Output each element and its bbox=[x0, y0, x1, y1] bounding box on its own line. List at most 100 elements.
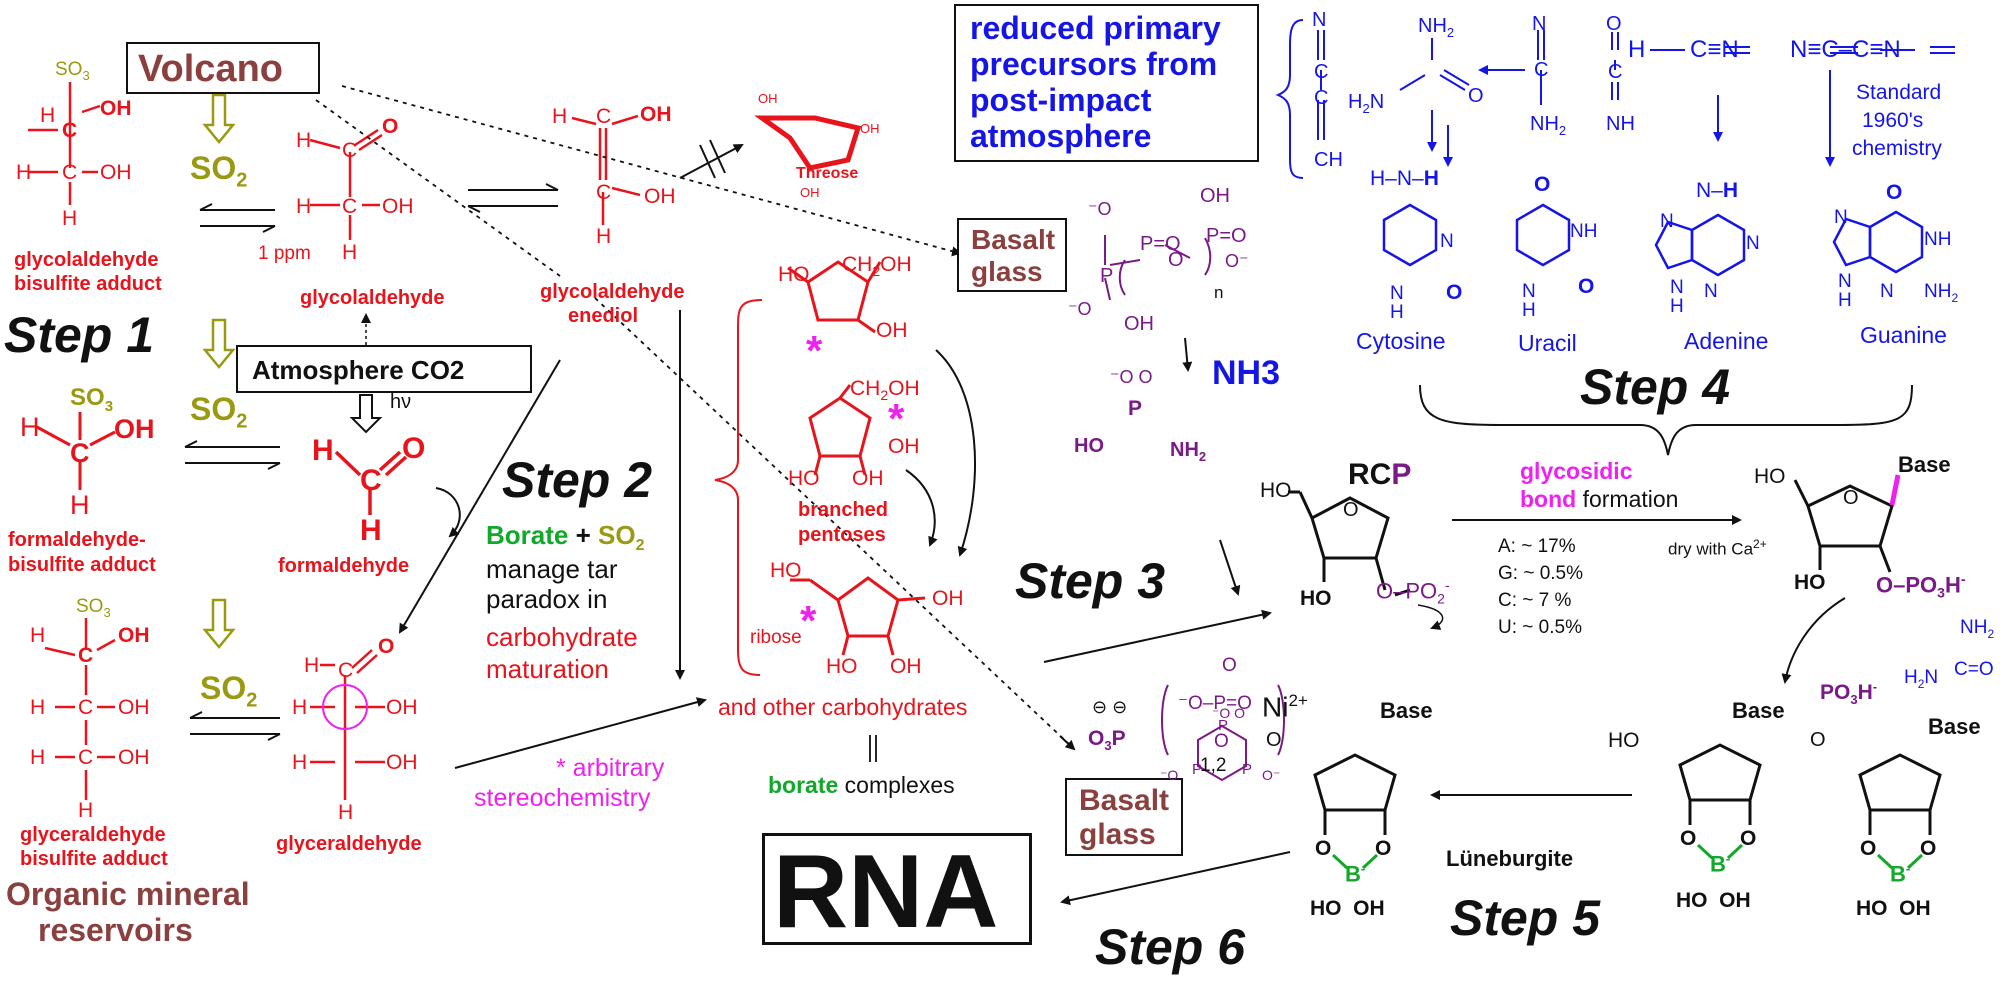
volcano-box: Volcano bbox=[126, 42, 320, 94]
prec-iso-o: O bbox=[1606, 13, 1622, 35]
atom-c-1: C bbox=[62, 119, 78, 142]
atom-gb-h4: H bbox=[78, 799, 94, 822]
glyceraldehyde-label: glyceraldehyde bbox=[276, 833, 422, 855]
step-3-label: Step 3 bbox=[1015, 553, 1166, 609]
polyp-p-2: P=O bbox=[1140, 233, 1181, 255]
polyp-p-3: P=O bbox=[1206, 225, 1247, 247]
structure-rcp bbox=[1288, 490, 1411, 597]
branched-label-2: pentoses bbox=[798, 524, 886, 546]
step-2-label: Step 2 bbox=[502, 452, 653, 508]
atom-h-3: H bbox=[62, 207, 78, 230]
prec-cyan-nh2: NH2 bbox=[1530, 113, 1567, 138]
prec-c-1: C bbox=[1314, 61, 1329, 83]
bn1-b: B- bbox=[1710, 851, 1731, 877]
atom-gb-h2: H bbox=[30, 696, 46, 719]
organic-mineral-label-1: Organic mineral bbox=[6, 876, 250, 912]
bn2-o2: O bbox=[1920, 837, 1937, 860]
structure-ribose bbox=[790, 576, 926, 656]
so2-arrows bbox=[202, 93, 236, 649]
threose-oh-2: OH bbox=[860, 121, 880, 136]
atom-gb-c1: C bbox=[78, 644, 94, 667]
threose-oh-1: OH bbox=[758, 91, 778, 106]
cyt-o: O bbox=[1446, 281, 1463, 304]
basalt-glass-top-box: Basalt glass bbox=[957, 218, 1067, 292]
structure-formaldehyde bbox=[334, 450, 408, 515]
ribose-ho2: HO bbox=[826, 655, 858, 678]
amidophosphate-o: ⁻O O bbox=[1110, 367, 1153, 387]
bn1-o1: O bbox=[1680, 827, 1697, 850]
rcp-ho-2: HO bbox=[1300, 587, 1332, 610]
atom-form-h1: H bbox=[312, 434, 334, 467]
threose-label: Threose bbox=[796, 165, 859, 182]
rcp-po2: O–PO2- bbox=[1376, 577, 1450, 607]
ade-n3: N bbox=[1660, 211, 1674, 232]
ribose-ho: HO bbox=[770, 559, 802, 582]
urea-c: C=O bbox=[1954, 659, 1994, 680]
np-ho: HO bbox=[1754, 465, 1786, 488]
atom-gly-c2: C bbox=[342, 195, 358, 218]
ring-guanine bbox=[1868, 210, 1924, 274]
bn2-o1: O bbox=[1860, 837, 1877, 860]
borate-so2-line: Borate + SO2 bbox=[486, 522, 644, 554]
atom-gl-h4: H bbox=[338, 801, 354, 824]
glycosidic-label: glycosidic bbox=[1520, 458, 1633, 484]
plus-sign: + bbox=[568, 520, 598, 550]
sugar2-ch2oh: CH2OH bbox=[850, 377, 920, 404]
prec-urea-o: O bbox=[1468, 85, 1484, 107]
polyp-o-2: ⁻O bbox=[1068, 299, 1092, 319]
atom-h-1: H bbox=[40, 104, 56, 127]
rna-box: RNA bbox=[762, 833, 1032, 945]
enediol-label-1: glycolaldehyde bbox=[540, 281, 685, 303]
standard-label-3: chemistry bbox=[1852, 137, 1942, 160]
prec-ch: CH bbox=[1314, 149, 1343, 171]
atom-c-2: C bbox=[62, 161, 78, 184]
sugar1-ch2oh: CH2OH bbox=[842, 253, 912, 280]
polyp-n: n bbox=[1214, 283, 1224, 302]
amidophosphate-p: P bbox=[1128, 397, 1143, 420]
prec-cyan-n: N bbox=[1532, 13, 1547, 35]
manage-tar-label: manage tar bbox=[486, 554, 618, 584]
amidophosphate-nh2: NH2 bbox=[1170, 439, 1207, 464]
step-5-label: Step 5 bbox=[1450, 890, 1601, 946]
ade-n2: N bbox=[1704, 281, 1718, 302]
atmosphere-box: Atmosphere CO2 bbox=[236, 345, 532, 393]
atmosphere-co2-label: Atmosphere CO2 bbox=[252, 355, 465, 385]
atom-gl-h1: H bbox=[304, 654, 320, 677]
atom-gl-oh1: OH bbox=[386, 696, 418, 719]
sugar2-oh1: OH bbox=[888, 435, 920, 458]
atom-gb-oh2: OH bbox=[118, 696, 150, 719]
sugar1-ho: HO bbox=[778, 263, 810, 286]
urea-h2n: H2N bbox=[1904, 667, 1939, 691]
dry-with-ca: dry with Ca2+ bbox=[1668, 537, 1767, 559]
atom-ene-oh1: OH bbox=[640, 103, 672, 126]
paradox-in-label: paradox in bbox=[486, 584, 608, 614]
atom-gl-c1: C bbox=[338, 659, 354, 682]
atom-form-o: O bbox=[402, 432, 426, 465]
enediol-label-2: enediol bbox=[568, 305, 639, 327]
polyp-oh-2: OH bbox=[1200, 185, 1230, 207]
chain-o: ⁻O–P=O bbox=[1178, 693, 1252, 714]
so2-inline: SO2 bbox=[598, 520, 645, 555]
step-6-label: Step 6 bbox=[1095, 919, 1246, 975]
bn1-o2: O bbox=[1740, 827, 1757, 850]
arbitrary-label-2: stereochemistry bbox=[474, 784, 651, 812]
rcp-label: RCP bbox=[1348, 460, 1411, 490]
standard-label-1: Standard bbox=[1856, 81, 1942, 104]
glycolaldehyde-bisulfite-label-2: bisulfite adduct bbox=[14, 273, 162, 295]
prec-iso-nh: NH bbox=[1606, 113, 1635, 135]
ade-nh2: N–H bbox=[1696, 179, 1739, 202]
bn3-b: B- bbox=[1345, 861, 1366, 887]
volcano-label: Volcano bbox=[138, 48, 283, 90]
bond-formation-label: bond formation bbox=[1520, 488, 1678, 511]
sugar2-ho: HO bbox=[788, 467, 820, 490]
step-4-label: Step 4 bbox=[1580, 359, 1731, 415]
atom-oh-2: OH bbox=[100, 161, 132, 184]
structure-glycolaldehyde bbox=[309, 128, 383, 240]
sugar2-oh2: OH bbox=[852, 467, 884, 490]
prec-cyanogen: N≡C–C≡N bbox=[1790, 36, 1901, 63]
tmp-o-bottom: ⁻O bbox=[1160, 767, 1179, 783]
ring-cytosine bbox=[1382, 203, 1438, 267]
